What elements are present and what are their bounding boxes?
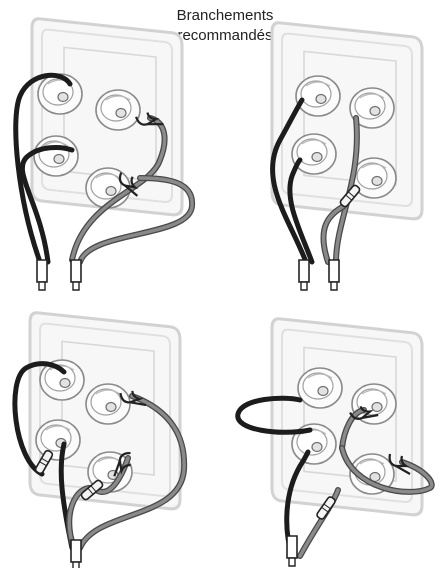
plug-end bbox=[287, 536, 297, 566]
panel-top-right bbox=[272, 22, 422, 290]
terminal-top-right-3 bbox=[292, 134, 336, 174]
terminal-bottom-right-1 bbox=[298, 368, 342, 408]
panel-top-left bbox=[16, 18, 192, 290]
plug-end bbox=[299, 260, 309, 290]
terminal-bottom-left-3 bbox=[36, 420, 80, 460]
panel-bottom-left bbox=[15, 312, 184, 568]
terminal-top-left-2 bbox=[96, 90, 140, 130]
panel-bottom-right bbox=[238, 318, 432, 566]
terminal-top-right-1 bbox=[296, 76, 340, 116]
terminal-top-left-1 bbox=[38, 74, 82, 114]
terminal-bottom-left-2 bbox=[86, 384, 130, 424]
terminal-top-left-3 bbox=[34, 136, 78, 176]
plug-end bbox=[329, 260, 339, 290]
plug-end bbox=[71, 260, 81, 290]
plug-end bbox=[71, 540, 81, 568]
plug-end bbox=[37, 260, 47, 290]
